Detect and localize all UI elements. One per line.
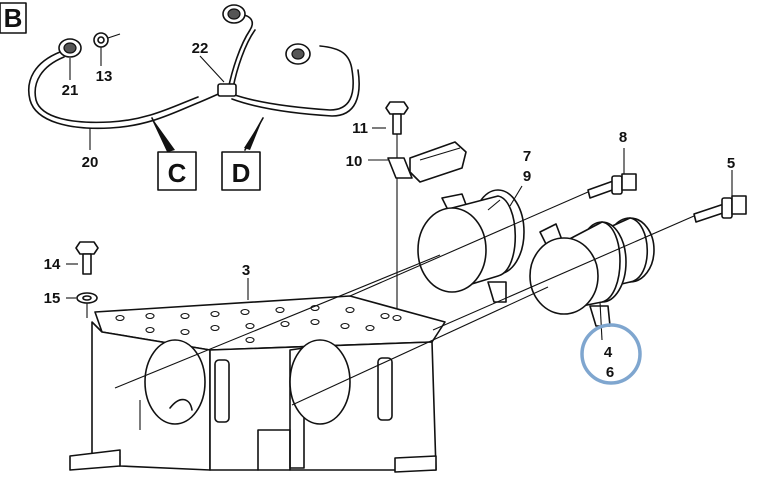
- lamp-unit-7: [417, 189, 525, 303]
- bulb-5: [693, 170, 747, 223]
- junction-block: [217, 83, 237, 97]
- view-label: B: [4, 3, 23, 33]
- callout-4: 4: [604, 344, 613, 361]
- callout-20: 20: [82, 154, 99, 171]
- callout-6: 6: [606, 364, 614, 381]
- callout-15: 15: [44, 290, 61, 307]
- connector-right: [285, 43, 311, 65]
- washer-15: [76, 292, 98, 318]
- callout-13: 13: [96, 68, 113, 85]
- callout-11: 11: [352, 120, 368, 137]
- callout-8: 8: [619, 129, 627, 146]
- plate-holes: [115, 304, 402, 344]
- callout-3: 3: [242, 262, 250, 279]
- callout-labels: 21 13 22 20 11 10 7 9 8 5 3 14 15 4 6: [44, 40, 736, 381]
- callout-14: 14: [44, 256, 61, 273]
- bolt-11: [385, 101, 409, 316]
- highlight-ring: [580, 323, 642, 385]
- section-label-d: D: [232, 158, 251, 188]
- connector-21: [58, 38, 82, 58]
- callout-10: 10: [346, 153, 363, 170]
- callout-21: 21: [62, 82, 79, 99]
- view-label-box: B: [0, 2, 27, 34]
- section-label-c: C: [168, 158, 187, 188]
- section-box-d: D: [221, 151, 261, 191]
- callout-22: 22: [192, 40, 209, 57]
- lamp-unit-4: [529, 217, 655, 327]
- mounting-bracket-3: [69, 295, 446, 473]
- connector-top: [222, 4, 246, 24]
- callout-5: 5: [727, 155, 735, 172]
- section-box-c: C: [157, 151, 197, 191]
- assembly-lines: [114, 191, 695, 466]
- callout-7: 7: [523, 148, 531, 165]
- wiring-harness: [28, 4, 360, 153]
- seal-13: [93, 32, 121, 48]
- bulb-8: [587, 148, 637, 199]
- bracket-10: [387, 141, 467, 183]
- callout-9: 9: [523, 168, 531, 185]
- bolt-14: [75, 241, 99, 275]
